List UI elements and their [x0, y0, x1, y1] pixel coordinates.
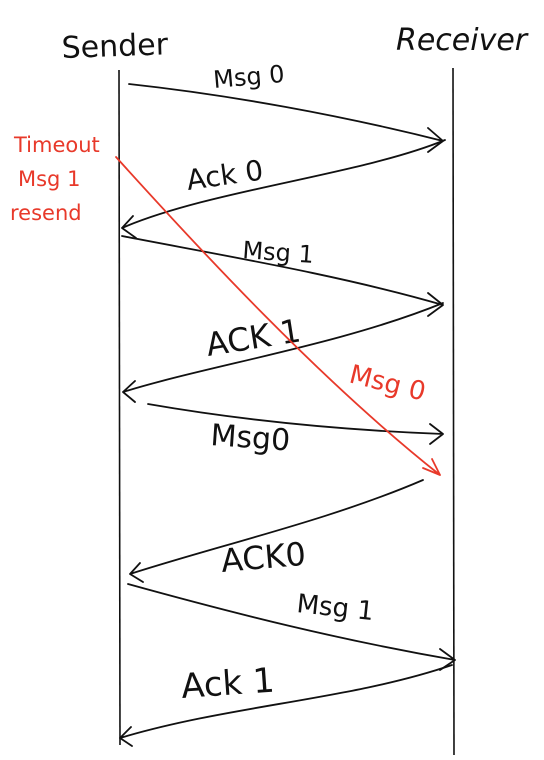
message-label-6: ACK0 — [219, 535, 307, 580]
receiver-lifeline — [452, 67, 455, 756]
message-arrow-7 — [127, 583, 456, 671]
message-label-5: Msg0 — [209, 418, 291, 458]
timeout-note-line-3: resend — [10, 201, 82, 225]
message-arrow-6 — [129, 479, 424, 583]
receiver-label: Receiver — [396, 23, 529, 58]
message-arrow-2 — [121, 139, 446, 239]
message-label-4: ACK 1 — [203, 311, 303, 363]
message-arrow-8 — [119, 664, 453, 747]
message-arrow-1 — [128, 83, 444, 153]
sender-lifeline — [118, 69, 121, 746]
message-arrow-4 — [122, 302, 444, 403]
timeout-note-line-1: Timeout — [13, 133, 100, 157]
message-arrow-3 — [121, 235, 444, 317]
message-label-1: Msg 0 — [212, 60, 286, 94]
sender-label: Sender — [61, 27, 169, 66]
message-label-3: Msg 1 — [242, 236, 315, 269]
message-label-8: Ack 1 — [180, 661, 276, 707]
message-label-7: Msg 1 — [295, 589, 375, 627]
message-arrow-5 — [147, 403, 444, 445]
resend-label: Msg 0 — [346, 360, 428, 408]
resend-arrow — [115, 156, 441, 476]
timeout-note-line-2: Msg 1 — [18, 167, 80, 191]
